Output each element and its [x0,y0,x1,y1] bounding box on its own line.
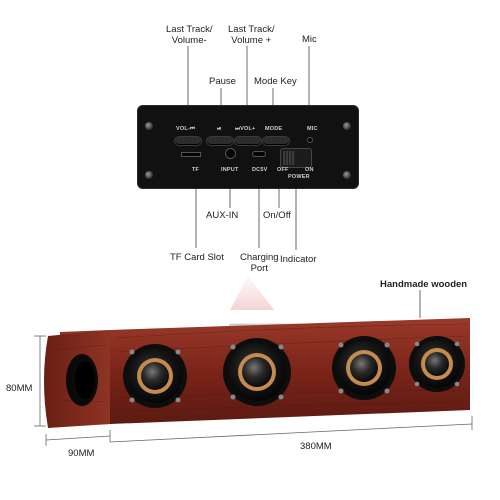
driver-1 [123,344,187,408]
driver-2 [223,338,291,406]
mode-key-button[interactable] [263,137,289,145]
dimension-height: 80MM [6,383,33,394]
callout-line-1: Last Track/ [166,24,213,35]
panel-vol-minus-label: VOL-⏮ [176,126,195,133]
panel-mode-label: MODE [265,126,283,132]
dimension-length: 380MM [300,441,332,452]
callout-line-1: Last Track/ [228,24,275,35]
aux-in-port[interactable] [226,149,235,158]
vol-minus-text: VOL- [176,126,190,132]
callout-line-2: Volume- [171,35,207,46]
panel-next-vol-plus-label: ⏭VOL+ [235,126,256,132]
panel-mic-label: MIC [307,126,318,132]
panel-off-label: OFF [277,167,289,173]
callout-pause: Pause [209,76,236,87]
play-pause-icon: ⏯ [217,126,222,132]
last-track-volume-down-button[interactable] [175,137,201,145]
callout-line-1: Charging [240,252,279,263]
callout-last-track-volume-minus: Last Track/ Volume- [166,24,212,46]
callout-tf-card-slot: TF Card Slot [170,252,224,263]
power-switch[interactable] [281,149,311,167]
callout-line-2: Port [250,263,268,274]
pause-button[interactable] [207,137,233,145]
driver-3 [332,336,396,400]
screw-icon [145,171,153,179]
tf-card-slot[interactable] [182,153,200,156]
screw-icon [343,171,351,179]
callout-on-off: On/Off [263,210,291,221]
panel-dc5v-label: DC5V [252,167,268,173]
screw-icon [145,122,153,130]
panel-input-label: INPUT [221,167,239,173]
previous-track-icon: ⏮ [189,126,196,132]
microphone-hole-icon [308,138,312,142]
callout-charging-port: Charging Port [240,252,279,274]
panel-power-label: POWER [288,174,310,180]
callout-line-2: Volume + [231,35,272,46]
dimension-lines [34,335,473,446]
driver-4 [409,336,465,392]
control-panel: VOL-⏮ ⏯ ⏭VOL+ MODE MIC TF INPUT DC5V OFF… [137,105,359,189]
panel-on-label: ON [305,167,314,173]
callout-mode-key: Mode Key [254,76,297,87]
callout-last-track-volume-plus: Last Track/ Volume + [228,24,274,46]
bass-port-inner [75,361,95,399]
panel-tf-label: TF [192,167,200,173]
power-switch-knob[interactable] [283,151,295,165]
callout-mic: Mic [302,34,317,45]
callout-handmade-wooden: Handmade wooden [380,279,468,290]
last-track-volume-up-button[interactable] [235,137,261,145]
charging-port[interactable] [253,152,265,156]
dimension-depth: 90MM [68,448,95,459]
highlight-beam [230,276,274,310]
callout-aux-in: AUX-IN [206,210,239,221]
screw-icon [343,122,351,130]
callout-indicator: Indicator [280,254,317,265]
